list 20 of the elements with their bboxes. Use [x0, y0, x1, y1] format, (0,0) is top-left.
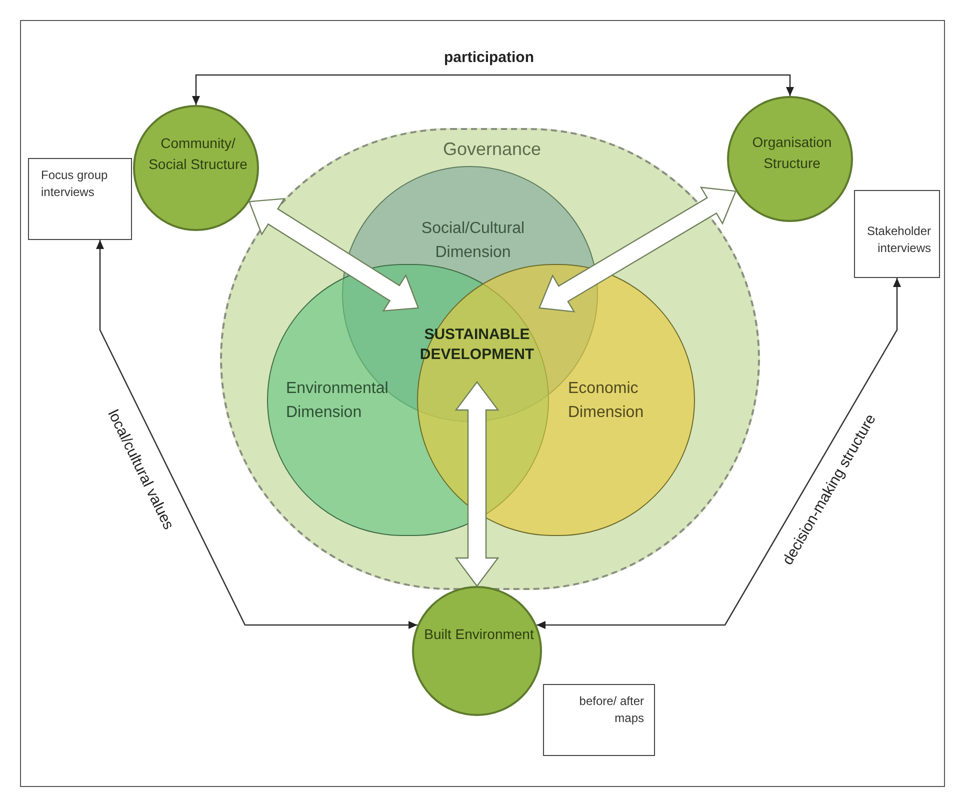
circle-label: Built Environment	[424, 625, 534, 644]
note-text: Focus group interviews	[41, 167, 109, 201]
connector-arrow	[96, 240, 418, 629]
circle-label: Governance	[442, 138, 542, 161]
note-text: before/ after maps	[578, 693, 644, 727]
note-box	[854, 190, 940, 278]
block-arrow	[538, 186, 737, 312]
note-box	[28, 158, 132, 240]
block-arrow	[248, 198, 420, 312]
connector-arrow	[192, 74, 794, 105]
note-text: Stakeholder interviews	[866, 223, 931, 257]
edge-label: participation	[444, 48, 534, 68]
circle-label: Organisation Structure	[751, 133, 833, 173]
block-arrow	[454, 381, 500, 587]
circle-label: Environmental Dimension	[286, 379, 390, 423]
circle-label: Social/Cultural Dimension	[420, 219, 526, 263]
circle-label: Community/ Social Structure	[148, 134, 248, 174]
circle-label: Economic Dimension	[568, 379, 645, 423]
note-box	[543, 684, 655, 756]
connector-arrow	[536, 278, 901, 629]
